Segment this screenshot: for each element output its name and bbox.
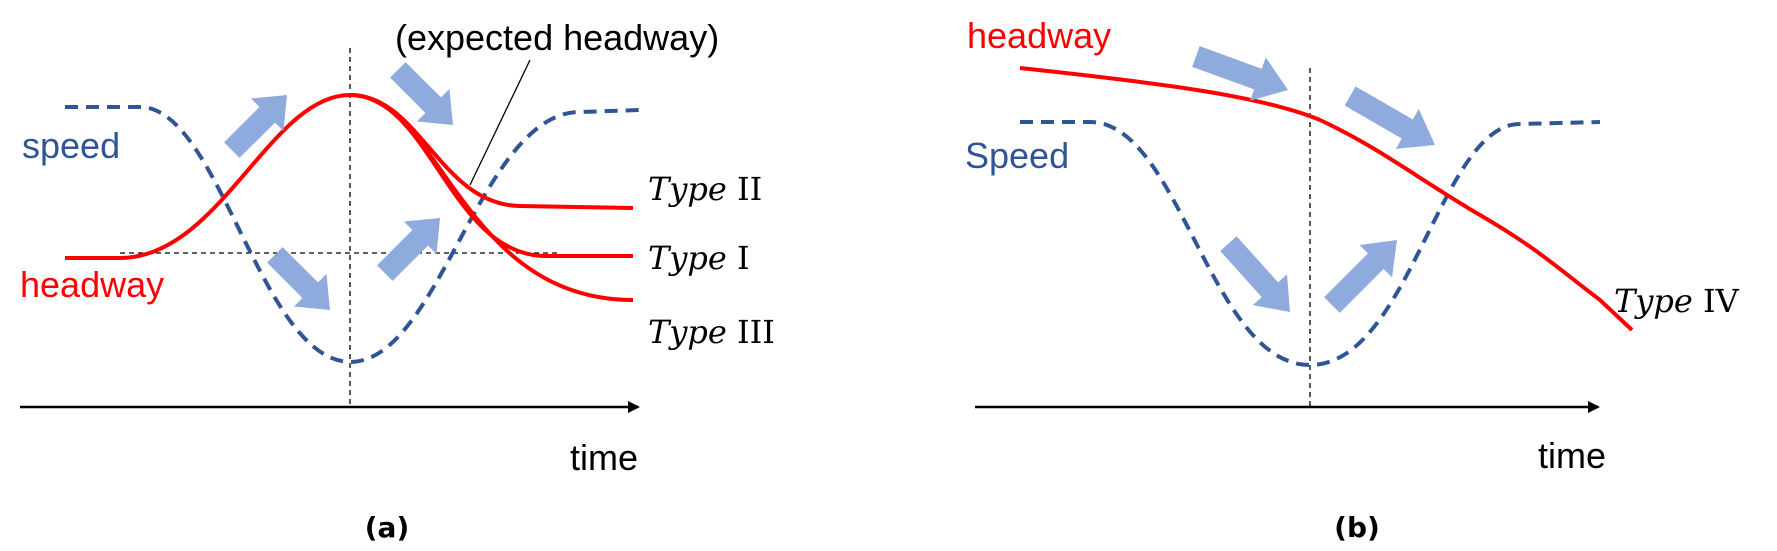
headway-rise-curve-a (65, 93, 351, 260)
speed-label-b: Speed (965, 135, 1069, 176)
trend-arrow-up-a1 (224, 95, 287, 158)
type-iii-label: Type III (648, 313, 775, 351)
type-i-label: Type I (648, 239, 750, 277)
trend-arrow-down-b (1220, 236, 1290, 312)
trend-arrow-right-b2 (1344, 86, 1435, 149)
time-label-b: time (1538, 435, 1606, 476)
trend-arrow-down-a1 (267, 247, 330, 310)
expected-headway-pointer (469, 59, 531, 186)
speed-label-a: speed (22, 125, 120, 166)
type-ii-label: Type II (648, 170, 762, 208)
type-iv-label: Type IV (1614, 282, 1740, 320)
trend-arrow-down-a2 (390, 62, 453, 125)
headway-label-b: headway (967, 15, 1111, 56)
panel-a: speed headway (expected headway) time Ty… (20, 17, 775, 544)
time-label-a: time (570, 437, 638, 478)
headway-type-iv-curve (1019, 66, 1634, 332)
headway-label-a: headway (20, 264, 164, 305)
expected-headway-label: (expected headway) (395, 17, 719, 58)
trend-arrow-up-a2 (377, 218, 440, 281)
trend-arrow-right-b1 (1192, 46, 1288, 101)
panel-b: headway Speed time Type IV (b) (965, 15, 1740, 544)
headway-type-i-curve (349, 93, 633, 258)
caption-a: (a) (365, 511, 410, 544)
speed-curve-b (1020, 120, 1601, 368)
headway-type-iii-curve (349, 93, 634, 302)
caption-b: (b) (1334, 511, 1380, 544)
speed-curve-a (65, 105, 641, 365)
trend-arrow-up-b (1324, 240, 1397, 313)
